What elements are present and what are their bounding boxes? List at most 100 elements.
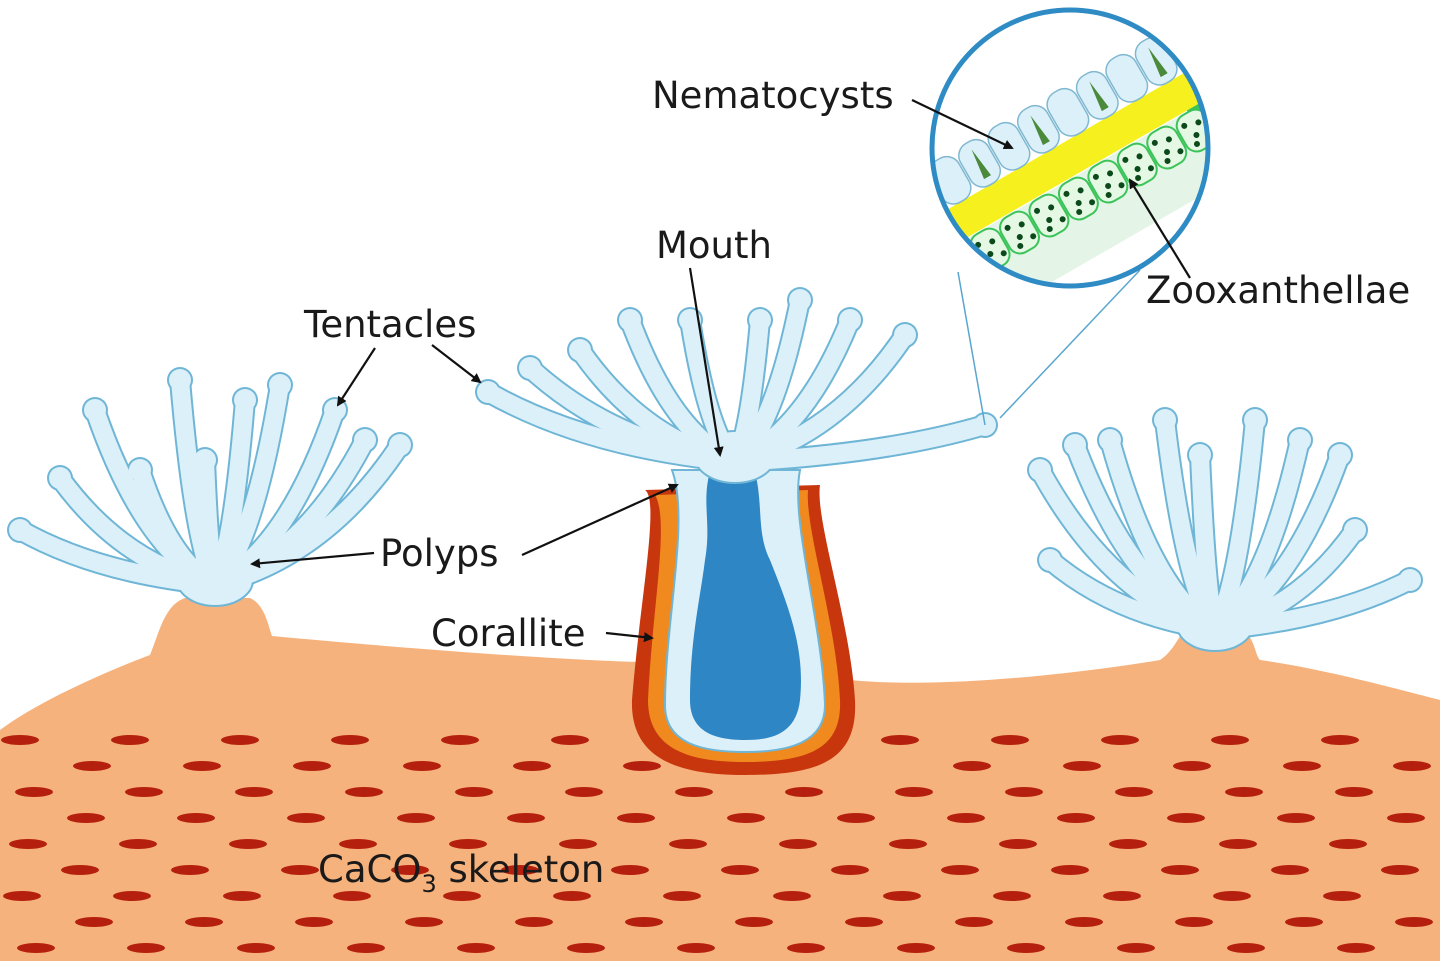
tentacle (1191, 446, 1224, 639)
zooxanthella (1164, 157, 1171, 164)
label-polyps: Polyps (380, 532, 499, 575)
skeleton-mark (553, 891, 591, 901)
skeleton-mark (1329, 839, 1367, 849)
zooxanthella (971, 267, 978, 274)
skeleton-mark (515, 917, 553, 927)
label-mouth: Mouth (656, 224, 772, 267)
arrow-polyps-right (521, 483, 679, 557)
zooxanthella (1017, 242, 1024, 249)
zooxanthella (1222, 123, 1230, 131)
inset-connector-right (999, 269, 1141, 419)
tentacle-tip (619, 309, 641, 331)
zooxanthella (1193, 140, 1200, 147)
skeleton-mark (1387, 813, 1425, 823)
zooxanthella (1181, 122, 1188, 129)
tentacle-tip (569, 339, 591, 361)
tentacle-tip (1344, 519, 1366, 541)
skeleton-mark (883, 891, 921, 901)
skeleton-mark (1213, 891, 1251, 901)
skeleton-mark (727, 813, 765, 823)
tentacle-tip (1099, 429, 1121, 451)
arrow-nematocysts (911, 99, 1014, 150)
endoderm-cell (1057, 176, 1099, 221)
zooxanthella (987, 251, 994, 258)
skeleton-mark (171, 865, 209, 875)
skeleton-mark (669, 839, 707, 849)
zooxanthella (1281, 80, 1289, 88)
skeleton-mark (237, 943, 275, 953)
skeleton-mark (61, 865, 99, 875)
mesoglea (934, 36, 1206, 266)
tentacle-tip (1189, 444, 1211, 466)
zooxanthella (1239, 88, 1247, 96)
zooxanthella (1107, 170, 1114, 177)
polyp-2-tentacles (475, 287, 998, 484)
skeleton-mark (1057, 813, 1095, 823)
skeleton-mark (391, 865, 429, 875)
skeleton-mark (1285, 917, 1323, 927)
skeleton-mark (1115, 787, 1153, 797)
skeleton-mark (513, 761, 551, 771)
polyp-1-tentacles (7, 367, 413, 607)
skeleton-mark (565, 787, 603, 797)
tentacle (1041, 551, 1224, 639)
skeleton-mark (623, 761, 661, 771)
skeleton-mark (779, 839, 817, 849)
arrow-mouth (688, 267, 724, 457)
skeleton-mark (947, 813, 985, 823)
zooxanthella (1283, 67, 1291, 75)
skeleton-mark (67, 813, 105, 823)
skeleton-mark (177, 813, 215, 823)
polyp-3-tentacles (1027, 407, 1423, 652)
skeleton-mark (405, 917, 443, 927)
arrow-tentacles-left (336, 347, 376, 407)
skeleton-mark (955, 917, 993, 927)
skeleton-mark (1175, 917, 1213, 927)
zooxanthella (1046, 217, 1053, 224)
skeleton-mark (785, 787, 823, 797)
zooxanthella (1004, 224, 1011, 231)
skeleton-mark (1063, 761, 1101, 771)
skeleton-mark (1225, 787, 1263, 797)
skeleton-mark (773, 891, 811, 901)
zooxanthella (1222, 114, 1230, 122)
skeleton-mark (223, 891, 261, 901)
zooxanthella (1075, 200, 1082, 207)
skeleton-mark (1211, 735, 1249, 745)
skeleton-mark (991, 735, 1029, 745)
skeleton-mark (127, 943, 165, 953)
skeleton-mark (221, 735, 259, 745)
zooxanthella (1210, 105, 1218, 113)
zooxanthella (1268, 71, 1276, 79)
skeleton-mark (333, 891, 371, 901)
zooxanthella (1063, 190, 1070, 197)
zooxanthella (1251, 97, 1259, 105)
tentacle-tip (1329, 444, 1351, 466)
skeleton-mark (441, 735, 479, 745)
skeleton-mark (941, 865, 979, 875)
label-arrows (250, 99, 1191, 643)
label-zooxanthellae: Zooxanthellae (1146, 269, 1410, 312)
skeleton-mark (1227, 943, 1265, 953)
tentacle-tip (894, 324, 916, 346)
zooxanthella (1253, 84, 1261, 92)
tentacle-tip (354, 429, 376, 451)
skeleton-mark (881, 735, 919, 745)
skeleton-mark (235, 787, 273, 797)
skeleton-mark (889, 839, 927, 849)
skeleton-mark (125, 787, 163, 797)
zooxanthella (1118, 182, 1125, 189)
skeleton-mark (953, 761, 991, 771)
tentacle-tip (1154, 409, 1176, 431)
skeleton-mark (611, 865, 649, 875)
skeleton-mark (501, 865, 539, 875)
zooxanthella (1105, 191, 1112, 198)
endoderm-cell (1028, 193, 1070, 238)
skeleton-mark (1283, 761, 1321, 771)
endoderm-cell (999, 210, 1040, 255)
skeleton-mark (1161, 865, 1199, 875)
tentacle-tip (749, 309, 771, 331)
skeleton-mark (567, 943, 605, 953)
skeleton-mark (787, 943, 825, 953)
